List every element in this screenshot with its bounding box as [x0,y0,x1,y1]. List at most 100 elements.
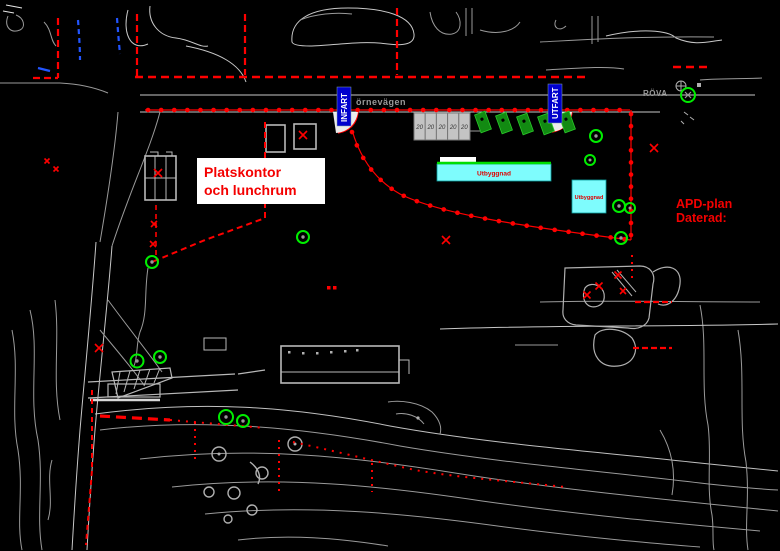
street-name-right: RÖVA [643,89,668,98]
street-name-top: örnevägen [356,97,406,107]
container-label: 20 [449,125,457,131]
fence-dotted [194,422,373,492]
survey-point-icon [675,80,701,125]
contour [29,309,43,551]
extension-label: Utbyggnad [477,171,511,178]
container-row: 20 20 20 20 20 [413,112,480,141]
fence-dotted [292,441,566,488]
hatched-ramp [87,367,266,402]
container-label: 20 [460,125,468,131]
tree-icon [255,466,269,480]
contour [2,4,23,14]
boundary-dashed [33,8,399,80]
small-building [293,123,317,150]
site-marker [129,353,145,369]
extension-areas: Utbyggnad Utbyggnad [436,157,607,214]
traffic-signs: INFART UTFART [336,83,563,127]
parking-spot [558,110,576,134]
contour [204,509,701,548]
fence-dashed [633,300,672,350]
contour [545,66,625,71]
site-marker [612,199,626,213]
entrance-sign: INFART [336,86,352,127]
contour [429,11,461,35]
contour [539,36,715,43]
contour [125,9,149,47]
site-marker [680,87,696,103]
site-marker [236,414,250,428]
extension-area-large: Utbyggnad [436,161,552,182]
exit-sign: UTFART [547,83,563,124]
contour [439,323,779,330]
tree-icon [203,486,215,498]
site-marker [296,230,310,244]
plan-title: APD-plan Daterad: [676,197,732,225]
exit-sign-label: UTFART [551,87,560,119]
parking-spot [495,111,513,135]
parking-spot [474,110,492,134]
vegetation-arc [249,461,261,485]
contour [133,267,149,367]
parking-spot [516,112,534,136]
container [458,112,471,141]
corner-outline [395,413,425,425]
road-edge-right [699,77,763,81]
tree-icon [211,446,227,462]
site-marker [624,202,636,214]
contour [54,299,61,421]
field-outline [291,7,415,47]
contour [0,82,109,94]
contour [479,21,521,33]
contour [659,429,674,496]
small-structure [203,337,227,351]
plan-title-line1: APD-plan [676,197,732,211]
side-road [111,111,161,247]
contour [139,452,779,512]
side-road [99,111,119,243]
contour [171,481,761,532]
white-strip [440,157,476,163]
contour [299,12,353,21]
buildings [144,123,410,384]
contour [237,536,389,547]
post-dots [288,349,420,420]
contour [6,14,24,32]
entrance-sign-label: INFART [340,93,349,122]
extension-area-small: Utbyggnad [571,179,607,214]
fence-beads [349,129,634,243]
fence-dashed [85,390,93,546]
contour [465,8,473,36]
large-hall-building [280,345,400,384]
container-label: 20 [438,125,446,131]
trees [203,436,303,524]
site-office-note-line2: och lunchrum [204,182,297,198]
hall-detail [281,359,410,374]
fence-thick-dash [99,414,171,422]
contour [605,30,723,44]
container-label: 20 [415,125,423,131]
rock-outcrops [562,265,681,367]
contour [43,21,57,47]
contour [554,19,567,30]
contour [149,5,209,47]
site-office-building [144,151,177,201]
site-marker [218,409,234,425]
contour [737,329,749,551]
left-road [86,245,113,551]
site-marker [589,129,603,143]
plan-title-line2: Daterad: [676,211,727,225]
corner-outline [387,400,442,435]
site-marker [614,231,628,245]
small-building [265,124,286,153]
site-boundary [33,8,708,546]
contour [699,304,715,551]
entrance-arc [337,111,359,134]
site-marker [153,350,167,364]
tree-icon [223,514,233,524]
tree-icon [246,504,258,516]
site-marker [584,154,596,166]
contour [11,329,23,551]
red-x-markers [43,130,659,353]
